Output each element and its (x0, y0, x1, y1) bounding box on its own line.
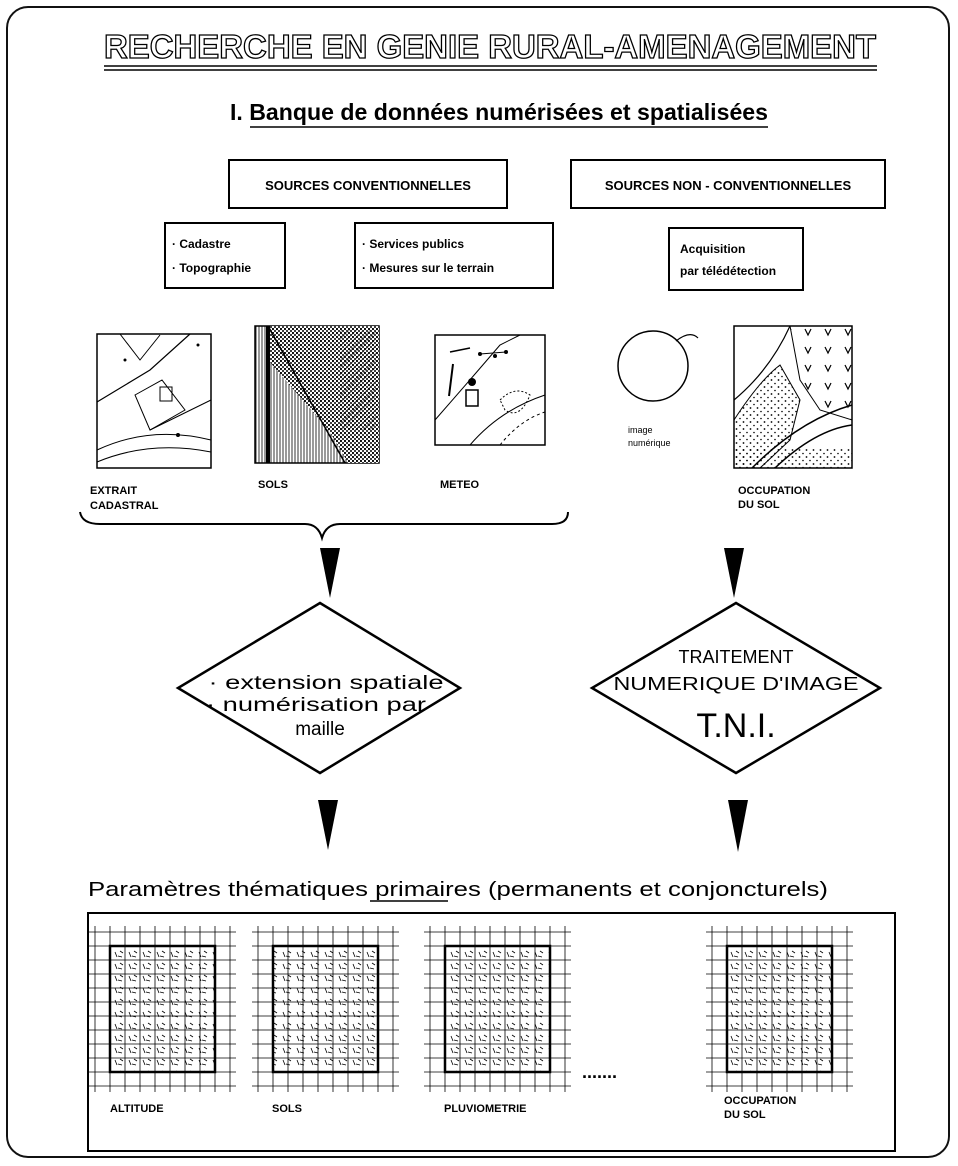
grouping-brace (79, 511, 569, 542)
field-measures-item: · Mesures sur le terrain (362, 261, 494, 275)
grid-label-landuse-1: OCCUPATION (724, 1095, 796, 1107)
process-left-line-3: maille (295, 719, 345, 740)
land-use-map-illustration (733, 325, 853, 469)
cadastre-box (164, 222, 286, 289)
grid-label-altitude: ALTITUDE (110, 1103, 164, 1115)
map-label-cadastral-2: CADASTRAL (90, 500, 159, 512)
cadastral-map-illustration (96, 333, 212, 469)
image-processing-diamond (589, 601, 883, 775)
ellipsis: ....... (582, 1062, 617, 1082)
grid-altitude (89, 926, 236, 1092)
spatial-extension-diamond (175, 601, 463, 775)
conventional-sources-box (228, 159, 508, 209)
arrow-right-2 (728, 800, 748, 852)
map-label-meteo: METEO (440, 479, 480, 491)
process-right-line-1: TRAITEMENT (679, 647, 794, 667)
arrow-right-1 (724, 548, 744, 598)
parameters-heading: Paramètres thématiques primaires (perman… (88, 879, 828, 901)
remote-sensing-box (668, 227, 804, 291)
map-label-landuse-2: DU SOL (738, 499, 780, 511)
cadastre-item: · Cadastre (172, 237, 231, 251)
teledetection-line: par télédétection (680, 264, 776, 278)
non-conventional-sources-box (570, 159, 886, 209)
process-right-line-3: T.N.I. (696, 707, 775, 745)
parameters-heading-emphasis: primaires (375, 879, 481, 901)
arrow-left-2 (318, 800, 338, 850)
topographie-item: · Topographie (172, 261, 251, 275)
grid-label-soils: SOLS (272, 1103, 302, 1115)
grid-soils (252, 926, 399, 1092)
image-label-2: numérique (628, 438, 671, 448)
map-label-landuse-1: OCCUPATION (738, 485, 810, 497)
conventional-sources-label: SOURCES CONVENTIONNELLES (265, 178, 471, 193)
map-label-soils: SOLS (258, 479, 288, 491)
digital-image-illustration (617, 330, 699, 402)
page-frame (6, 6, 950, 1158)
soils-map-illustration (254, 325, 380, 464)
meteo-map-illustration (434, 334, 546, 446)
acquisition-line: Acquisition (680, 242, 745, 256)
main-title: RECHERCHE EN GENIE RURAL-AMENAGEMENT (104, 28, 876, 65)
grid-landuse (706, 926, 853, 1092)
process-right-line-2: NUMERIQUE D'IMAGE (614, 674, 859, 694)
arrow-left-1 (320, 548, 340, 598)
map-label-cadastral-1: EXTRAIT (90, 485, 137, 497)
public-services-item: · Services publics (362, 237, 464, 251)
public-services-box (354, 222, 554, 289)
grid-rainfall (424, 926, 571, 1092)
process-left-line-2: · numérisation par (206, 695, 427, 716)
section-heading: I. Banque de données numérisées et spati… (230, 99, 768, 125)
parameter-grids (89, 926, 853, 1092)
process-left-line-1: · extension spatiale (209, 673, 444, 694)
non-conventional-sources-label: SOURCES NON - CONVENTIONNELLES (605, 178, 852, 193)
grid-label-rainfall: PLUVIOMETRIE (444, 1103, 527, 1115)
image-label-1: image (628, 425, 653, 435)
grid-label-landuse-2: DU SOL (724, 1109, 766, 1121)
section-heading-text: Banque de données numérisées et spatiali… (249, 99, 768, 125)
